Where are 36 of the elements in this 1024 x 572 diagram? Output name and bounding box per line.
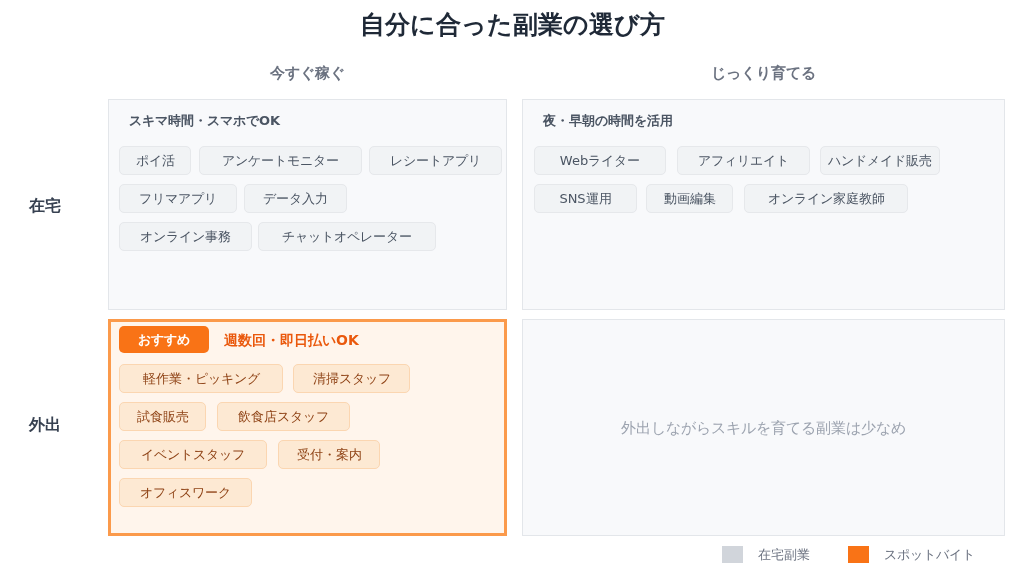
legend-label: スポットバイト (884, 546, 975, 564)
column-header: じっくり育てる (710, 64, 816, 83)
job-tag: アンケートモニター (199, 146, 362, 175)
quadrant-panel (522, 99, 1005, 310)
job-tag: 試食販売 (119, 402, 206, 431)
quadrant-panel (522, 319, 1005, 536)
job-tag: 軽作業・ピッキング (119, 364, 283, 393)
page-title: 自分に合った副業の選び方 (359, 9, 665, 41)
job-tag: チャットオペレーター (258, 222, 436, 251)
legend-label: 在宅副業 (758, 546, 810, 564)
job-tag: 受付・案内 (278, 440, 380, 469)
row-header: 外出 (29, 414, 61, 436)
job-tag: データ入力 (244, 184, 347, 213)
column-header: 今すぐ稼ぐ (269, 64, 345, 83)
job-tag: Webライター (534, 146, 666, 175)
row-header: 在宅 (29, 195, 61, 217)
job-tag: フリマアプリ (119, 184, 237, 213)
job-tag: レシートアプリ (369, 146, 502, 175)
recommend-tag: おすすめ (119, 326, 209, 353)
job-tag: オンライン事務 (119, 222, 252, 251)
job-tag: オフィスワーク (119, 478, 252, 507)
panel-heading: 週数回・即日払いOK (224, 332, 359, 350)
panel-heading: スキマ時間・スマホでOK (129, 112, 281, 130)
job-tag: オンライン家庭教師 (744, 184, 908, 213)
job-tag: ポイ活 (119, 146, 191, 175)
job-tag: SNS運用 (534, 184, 637, 213)
panel-note: 外出しながらスキルを育てる副業は少なめ (621, 418, 906, 437)
job-tag: ハンドメイド販売 (820, 146, 940, 175)
job-tag: アフィリエイト (677, 146, 810, 175)
highlighted-panel (108, 319, 507, 536)
quadrant-panel (108, 99, 507, 310)
job-tag: 動画編集 (646, 184, 733, 213)
job-tag: イベントスタッフ (119, 440, 267, 469)
job-tag: 清掃スタッフ (293, 364, 410, 393)
panel-heading: 夜・早朝の時間を活用 (543, 112, 673, 130)
job-tag: 飲食店スタッフ (217, 402, 350, 431)
